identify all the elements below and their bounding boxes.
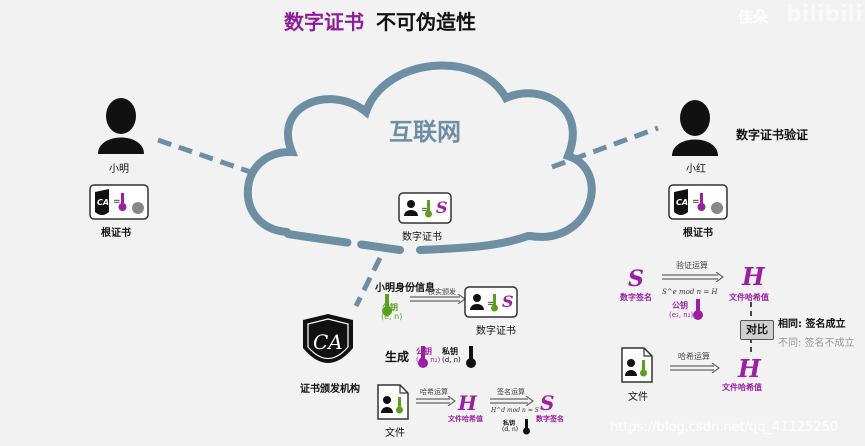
ca-private-key-value: (d, n) [442,356,461,364]
watermark-url: https://blog.csdn.net/qq_41125250 [610,420,839,435]
hash-arrow [416,396,456,406]
title-highlight: 数字证书 [284,10,364,34]
verify-op-label: 验证运算 [676,261,708,270]
public-key-label: 公钥 [382,303,398,312]
svg-text:=: = [421,205,429,215]
ca-shield-icon: CA [303,314,353,363]
verify-S: S [628,266,644,292]
svg-text:=: = [692,197,700,207]
cloud-shape [243,61,596,241]
sign-private-key-icon [523,419,530,435]
ca-private-key-label: 私钥 [442,347,458,356]
cloud-cert-label: 数字证书 [402,232,442,243]
hash-value-label: 文件哈希值 [448,415,483,423]
hash-op-label: 哈希运算 [420,388,448,396]
sign-op-label: 签名运算 [497,388,525,396]
xiaoming-name: 小明 [109,164,129,175]
verify-hash-arrow [670,363,720,373]
public-key-value: (e, n) [381,312,403,321]
xiaoming-root-cert-icon: CA = [89,184,149,220]
cloud-certificate-icon: = S [398,192,452,224]
verify-H-bottom: H [738,354,761,383]
sign-private-key-label: 私钥 [503,420,516,427]
watermark-brand: 佳朵 [738,8,769,26]
link-xiaoming [157,137,263,179]
verify-hash-top-label: 文件哈希值 [729,293,769,302]
verify-issue-arrow [410,294,466,304]
verify-file-label: 文件 [628,392,648,403]
verify-arrow [662,272,724,282]
svg-text:CA: CA [313,330,343,354]
issued-certificate-icon: = S [464,286,518,318]
svg-text:CA: CA [97,198,109,207]
verify-public-key-icon [693,299,703,320]
result-same: 相同: 签名成立 [778,319,846,330]
signature-S: S [540,391,555,415]
verify-hash-op-label: 哈希运算 [678,352,710,361]
verify-hash-bottom-label: 文件哈希值 [722,383,762,392]
xiaoming-avatar-icon [98,98,144,154]
verify-formula: S^e mod n = H [662,288,718,296]
result-different: 不同: 签名不成立 [778,338,855,349]
xiaoming-root-cert-label: 根证书 [101,228,131,239]
compare-box: 对比 [740,320,774,340]
verify-public-key-value: (e₂, n₂) [669,311,694,319]
xiaohong-avatar-icon [672,100,718,156]
xiaohong-name: 小红 [686,164,706,175]
verify-public-key-label: 公钥 [672,301,688,310]
identity-info-label: 小明身份信息 [375,283,435,294]
sign-formula: H^d mod n = S [491,407,539,414]
ca-private-key-icon [466,346,476,368]
svg-text:=: = [487,299,495,309]
svg-text:=: = [113,197,121,207]
ca-public-key-value: (e₂, n₂) [416,356,441,364]
link-ca [353,256,383,308]
xiaohong-root-cert-icon: CA = [668,184,728,220]
file-icon [377,384,409,420]
hash-H: H [458,391,477,415]
xiaohong-root-cert-label: 根证书 [683,228,713,239]
sign-arrow [490,396,534,406]
svg-text:S: S [436,198,448,217]
link-xiaohong [551,125,659,170]
cloud-label: 互联网 [389,118,461,146]
file-label: 文件 [385,428,405,439]
sign-private-key-value: (d, n) [502,426,519,433]
svg-text:S: S [502,292,514,311]
verify-issue-label: 核实颁发 [428,288,456,296]
watermark-site: bilibili [786,2,863,27]
generate-label: 生成 [385,350,410,364]
verify-file-icon [621,347,653,383]
issued-cert-label: 数字证书 [476,326,516,337]
signature-label: 数字签名 [536,415,564,423]
ca-public-key-label: 公钥 [416,347,432,356]
ca-public-key-icon [418,346,428,368]
title-main: 不可伪造性 [376,10,476,34]
svg-text:CA: CA [676,198,688,207]
ca-label: 证书颁发机构 [300,384,360,395]
verify-signature-label: 数字签名 [620,293,652,302]
public-key-icon [382,294,392,316]
verify-H-top: H [742,262,765,291]
xiaohong-task: 数字证书验证 [736,128,809,142]
